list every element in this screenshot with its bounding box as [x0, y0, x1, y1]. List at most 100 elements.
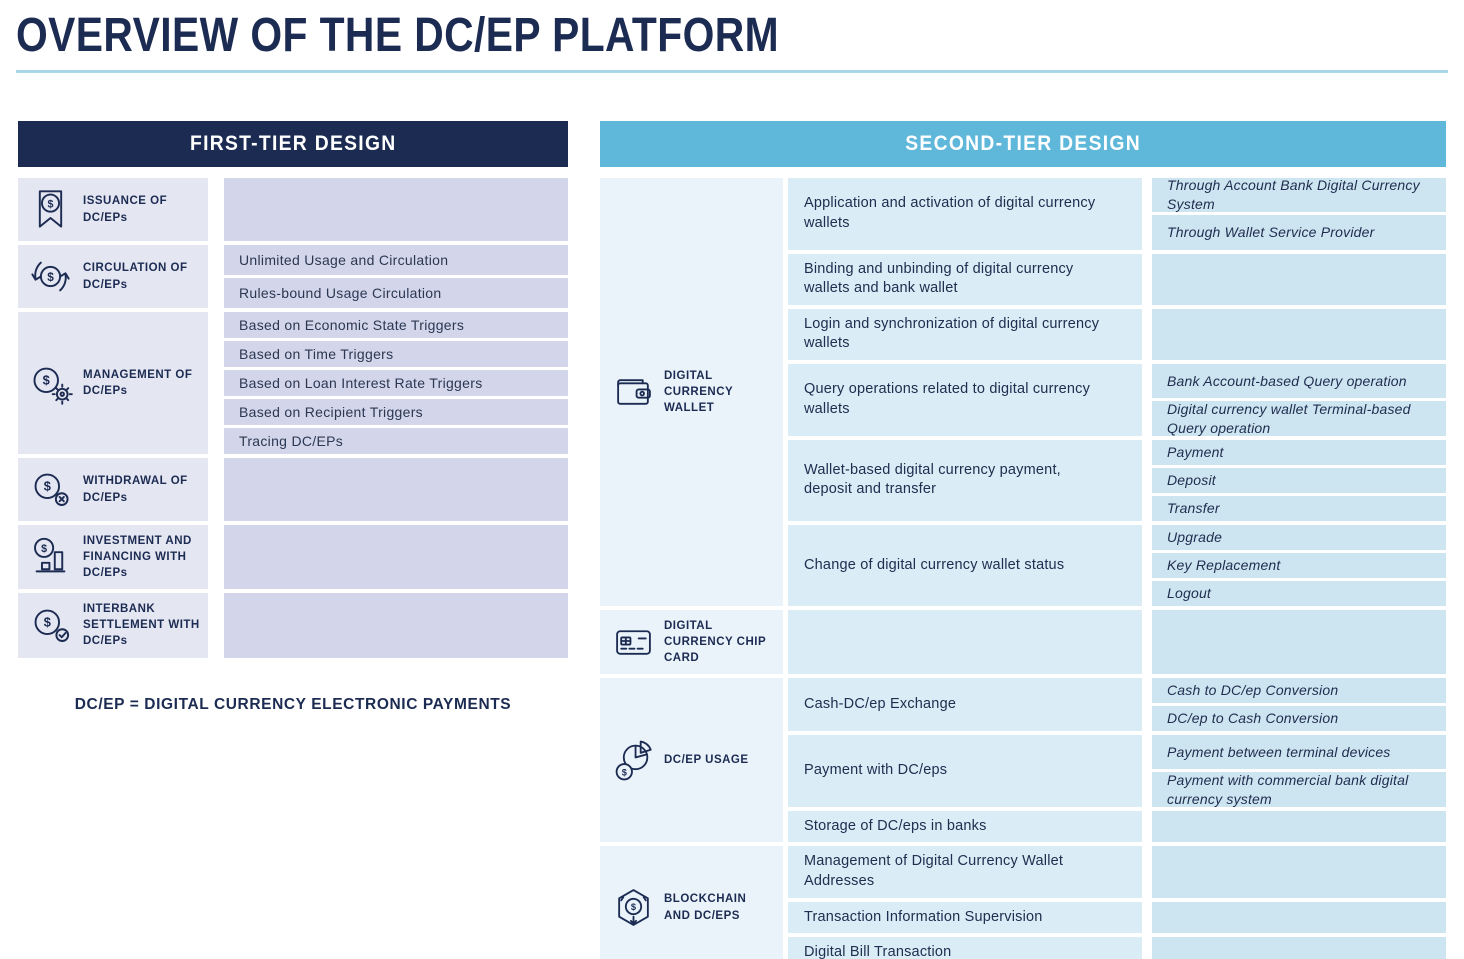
tier-label-text: DIGITAL CURRENCY WALLET — [664, 369, 733, 414]
detail-cell: Key Replacement — [1152, 552, 1446, 578]
detail-cell: Cash to DC/ep Conversion — [1152, 678, 1446, 704]
tier-label-cell: $WITHDRAWAL OF DC/EPs — [18, 458, 208, 521]
first-tier-header-label: FIRST-TIER DESIGN — [189, 132, 397, 155]
detail-cell: Payment between terminal devices — [1152, 735, 1446, 770]
first-tier-item: Based on Time Triggers — [224, 341, 568, 367]
usage-icon: $ — [613, 740, 654, 781]
blockchain-icon: $ — [613, 887, 654, 928]
tier-label-text: WITHDRAWAL OF DC/EPs — [83, 475, 188, 504]
tier-label-text: BLOCKCHAIN AND DC/EPS — [664, 893, 747, 922]
function-cell — [788, 609, 1142, 675]
tier-label-text: MANAGEMENT OF DC/EPs — [83, 368, 193, 397]
svg-text:$: $ — [631, 902, 636, 912]
first-tier-item — [224, 593, 568, 658]
second-tier-section: $ BLOCKCHAIN AND DC/EPS Management of Digi… — [600, 846, 1446, 959]
first-tier-items — [224, 593, 568, 658]
first-tier-item: Rules-bound Usage Circulation — [224, 278, 568, 308]
detail-cell: Payment — [1152, 439, 1446, 465]
title-underline — [16, 70, 1448, 73]
detail-cells — [1152, 846, 1446, 898]
detail-cell — [1152, 308, 1446, 361]
tier-label-text: CIRCULATION OF DC/EPs — [83, 262, 188, 291]
second-tier-row — [788, 609, 1446, 675]
investment-icon: $ — [27, 534, 74, 581]
detail-cells — [1152, 253, 1446, 305]
tier-label-cell: DIGITAL CURRENCY WALLET — [600, 178, 783, 606]
second-tier-rows: Application and activation of digital cu… — [788, 177, 1446, 606]
issuance-icon: $ — [27, 186, 74, 233]
first-tier-item — [224, 178, 568, 241]
tier-label-cell: $ MANAGEMENT OF DC/EPs — [18, 312, 208, 454]
function-cell: Binding and unbinding of digital currenc… — [788, 253, 1142, 305]
first-tier-section: $ CIRCULATION OF DC/EPs Unlimited Usage an… — [18, 245, 568, 308]
svg-text:$: $ — [622, 767, 627, 777]
detail-cell: Logout — [1152, 580, 1446, 606]
first-tier-items — [224, 525, 568, 590]
first-tier-body: $ ISSUANCE OF DC/EPs $ CIRCULATION OF DC/EP… — [18, 178, 568, 658]
detail-cells — [1152, 308, 1446, 361]
second-tier-row: Management of Digital Currency Wallet Ad… — [788, 846, 1446, 898]
tier-label-text: DC/EP USAGE — [664, 754, 749, 767]
function-cell: Application and activation of digital cu… — [788, 178, 1142, 250]
first-tier-section: $WITHDRAWAL OF DC/EPs — [18, 458, 568, 521]
tier-label-cell: $ ISSUANCE OF DC/EPs — [18, 178, 208, 241]
detail-cell: DC/ep to Cash Conversion — [1152, 706, 1446, 732]
tier-label-text: ISSUANCE OF DC/EPs — [83, 195, 168, 224]
svg-text:$: $ — [47, 271, 54, 284]
first-tier-items — [224, 458, 568, 521]
detail-cell — [1152, 846, 1446, 898]
detail-cell: Deposit — [1152, 467, 1446, 493]
svg-text:$: $ — [41, 543, 47, 555]
second-tier-header-label: SECOND-TIER DESIGN — [905, 132, 1141, 155]
function-cell: Wallet-based digital currency payment, d… — [788, 439, 1142, 521]
detail-cell — [1152, 901, 1446, 934]
second-tier-row: Storage of DC/eps in banks — [788, 810, 1446, 843]
detail-cell: Payment with commercial bank digital cur… — [1152, 772, 1446, 807]
first-tier-section: $ ISSUANCE OF DC/EPs — [18, 178, 568, 241]
wallet-icon — [613, 371, 654, 412]
first-tier-header: FIRST-TIER DESIGN — [18, 121, 568, 167]
function-cell: Management of Digital Currency Wallet Ad… — [788, 846, 1142, 898]
first-tier-item: Tracing DC/EPs — [224, 428, 568, 454]
tier-label-cell: DIGITAL CURRENCY CHIP CARD — [600, 609, 783, 675]
first-tier-item — [224, 525, 568, 590]
second-tier-row: Digital Bill Transaction — [788, 937, 1446, 959]
detail-cells — [1152, 901, 1446, 934]
first-tier-items — [224, 178, 568, 241]
page-title: OVERVIEW OF THE DC/EP PLATFORM — [16, 9, 780, 62]
detail-cell: Digital currency wallet Terminal-based Q… — [1152, 401, 1446, 436]
svg-text:$: $ — [48, 198, 54, 210]
first-tier-section: $INVESTMENT AND FINANCING WITH DC/EPs — [18, 525, 568, 590]
management-icon: $ — [27, 360, 74, 407]
first-tier-item: Unlimited Usage and Circulation — [224, 245, 568, 275]
detail-cell: Bank Account-based Query operation — [1152, 364, 1446, 399]
detail-cells: Through Account Bank Digital Currency Sy… — [1152, 177, 1446, 250]
second-tier-header: SECOND-TIER DESIGN — [600, 121, 1446, 167]
tier-label-cell: $ INTERBANK SETTLEMENT WITH DC/EPs — [18, 593, 208, 658]
first-tier-panel: FIRST-TIER DESIGN $ ISSUANCE OF DC/EPs $ CI… — [18, 121, 568, 714]
tier-label-cell: $ DC/EP USAGE — [600, 678, 783, 843]
second-tier-panel: SECOND-TIER DESIGN DIGITAL CURRENCY WALL… — [600, 121, 1446, 959]
second-tier-body: DIGITAL CURRENCY WALLET Application and a… — [600, 177, 1446, 959]
second-tier-row: Query operations related to digital curr… — [788, 364, 1446, 436]
tier-label-text: INTERBANK SETTLEMENT WITH DC/EPs — [83, 603, 200, 648]
first-tier-item: Based on Recipient Triggers — [224, 399, 568, 425]
second-tier-row: Binding and unbinding of digital currenc… — [788, 253, 1446, 305]
detail-cell — [1152, 253, 1446, 305]
detail-cell: Through Wallet Service Provider — [1152, 215, 1446, 250]
svg-text:$: $ — [44, 614, 51, 629]
first-tier-item: Based on Loan Interest Rate Triggers — [224, 370, 568, 396]
detail-cell — [1152, 810, 1446, 843]
chip-card-icon — [613, 621, 654, 662]
detail-cells — [1152, 810, 1446, 843]
